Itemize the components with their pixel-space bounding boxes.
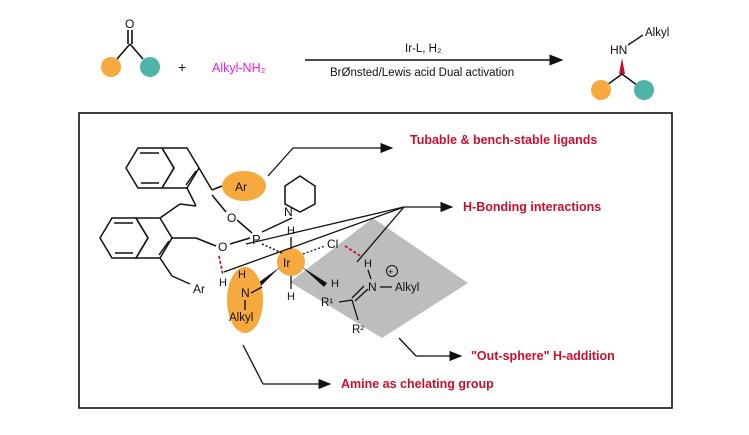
iridium-label: Ir: [283, 256, 290, 270]
r2-label: R²: [352, 324, 364, 336]
product-teal-ball: [634, 80, 654, 100]
hbond-callout-label: H-Bonding interactions: [463, 200, 601, 214]
piperidine-ring: [261, 175, 316, 233]
oxygen-upper: O: [227, 211, 236, 225]
wedge-bond-right: [302, 267, 327, 287]
amine-callout-label: Amine as chelating group: [341, 377, 494, 391]
amine-nitrogen: N: [241, 286, 250, 300]
conditions-top: Ir-L, H₂: [405, 43, 441, 55]
ketone-reactant: O: [101, 17, 160, 77]
wedge-bond-left: [255, 267, 280, 289]
iridium-center: [277, 248, 305, 276]
product-hn-label: HN: [610, 43, 627, 57]
piperidine-nitrogen: N: [284, 205, 293, 219]
amine-alkyl-label: Alkyl: [229, 312, 253, 324]
hydride-top: H: [287, 225, 295, 237]
teal-substituent-ball: [140, 57, 160, 77]
outer-sphere-region: [290, 218, 468, 338]
aryl-label-bottom: Ar: [193, 282, 205, 296]
aryl-label-top: Ar: [235, 180, 247, 194]
outsphere-callout-label: "Out-sphere" H-addition: [471, 349, 615, 363]
r1-label: R¹: [321, 297, 333, 309]
aryl-group-top: [222, 171, 266, 201]
iminium-c-hydrogen: H: [331, 278, 339, 290]
iminium-n-hydrogen: H: [364, 258, 372, 270]
callouts: [223, 142, 463, 390]
conditions-bottom: BrØnsted/Lewis acid Dual activation: [330, 67, 514, 79]
amine-hydrogen: H: [238, 269, 246, 281]
chloride-label: Cl: [327, 237, 338, 251]
iminium-nitrogen: N: [368, 280, 377, 294]
iminium-alkyl-label: Alkyl: [395, 282, 419, 294]
plus-sign: +: [178, 59, 186, 75]
phosphorus-label: P: [252, 232, 261, 247]
amine-reagent-label: Alkyl-NH₂: [212, 61, 266, 75]
oxygen-lower: O: [218, 240, 227, 254]
ketone-oxygen-label: O: [125, 17, 134, 31]
amine-product: HN Alkyl: [591, 27, 669, 100]
orange-substituent-ball: [101, 57, 121, 77]
reaction-scheme: O + Alkyl-NH₂ Ir-L, H₂ BrØnsted/Lewis ac…: [101, 17, 669, 100]
hydride-bottom: H: [287, 291, 295, 303]
ligands-callout-label: Tubable & bench-stable ligands: [410, 133, 597, 147]
product-orange-ball: [591, 80, 611, 100]
binol-backbone: [99, 147, 213, 277]
left-hydrogen: H: [219, 277, 227, 289]
iminium-charge: +: [388, 267, 393, 277]
product-alkyl-label: Alkyl: [645, 27, 669, 39]
mechanism-frame: [78, 112, 673, 409]
